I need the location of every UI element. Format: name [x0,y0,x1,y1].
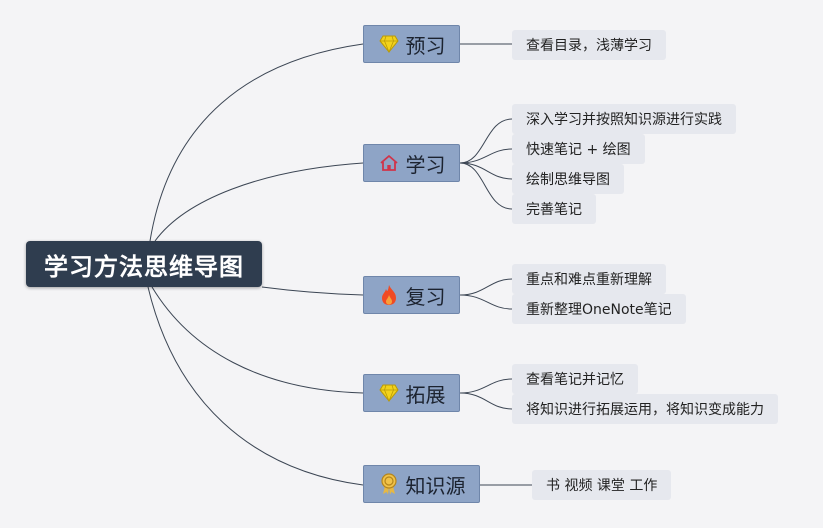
review-leaf-line-0 [459,278,513,296]
topic-review[interactable]: 复习 [363,276,460,314]
leaf-label: 将知识进行拓展运用，将知识变成能力 [526,402,764,418]
leaf-review-0[interactable]: 重点和难点重新理解 [512,264,666,294]
expand-leaf-line-1 [459,392,513,410]
house-icon [378,152,400,174]
study-leaf-line-0 [459,118,513,164]
root-to-preview-line [149,43,364,242]
leaf-expand-1[interactable]: 将知识进行拓展运用，将知识变成能力 [512,394,778,424]
topic-label: 预习 [405,33,446,58]
leaf-review-1[interactable]: 重新整理OneNote笔记 [512,294,686,324]
leaf-label: 快速笔记 + 绘图 [526,142,631,158]
topic-label: 学习 [405,152,446,177]
root-to-review-line [261,286,364,296]
study-leaf-line-1 [459,148,513,164]
study-leaf-line-3 [459,162,513,210]
leaf-label: 深入学习并按照知识源进行实践 [526,112,722,128]
leaf-source-0[interactable]: 书 视频 课堂 工作 [532,470,672,500]
root-title: 学习方法思维导图 [44,252,244,281]
topic-label: 知识源 [405,473,466,498]
topic-expand[interactable]: 拓展 [363,374,460,412]
topic-source[interactable]: 知识源 [363,465,480,503]
root-to-source-line [147,286,364,486]
leaf-label: 书 视频 课堂 工作 [546,478,658,494]
leaf-study-1[interactable]: 快速笔记 + 绘图 [512,134,645,164]
leaf-study-2[interactable]: 绘制思维导图 [512,164,624,194]
leaf-label: 重新整理OneNote笔记 [526,302,672,318]
leaf-label: 查看目录，浅薄学习 [526,38,652,54]
root-to-expand-line [151,286,364,394]
leaf-label: 重点和难点重新理解 [526,272,652,288]
leaf-label: 完善笔记 [526,202,582,218]
topic-label: 拓展 [405,382,446,407]
diamond-icon [378,382,400,404]
leaf-label: 绘制思维导图 [526,172,610,188]
leaf-study-3[interactable]: 完善笔记 [512,194,596,224]
root-to-study-line [154,162,364,242]
leaf-study-0[interactable]: 深入学习并按照知识源进行实践 [512,104,736,134]
leaf-label: 查看笔记并记忆 [526,372,624,388]
topic-label: 复习 [405,284,446,309]
review-leaf-line-1 [459,294,513,310]
flame-icon [378,284,400,306]
topic-preview[interactable]: 预习 [363,25,460,63]
leaf-preview-0[interactable]: 查看目录，浅薄学习 [512,30,666,60]
leaf-expand-0[interactable]: 查看笔记并记忆 [512,364,638,394]
root-topic[interactable]: 学习方法思维导图 [26,241,262,287]
award-medal-icon [378,473,400,495]
topic-study[interactable]: 学习 [363,144,460,182]
study-leaf-line-2 [459,162,513,180]
diamond-icon [378,33,400,55]
expand-leaf-line-0 [459,378,513,394]
